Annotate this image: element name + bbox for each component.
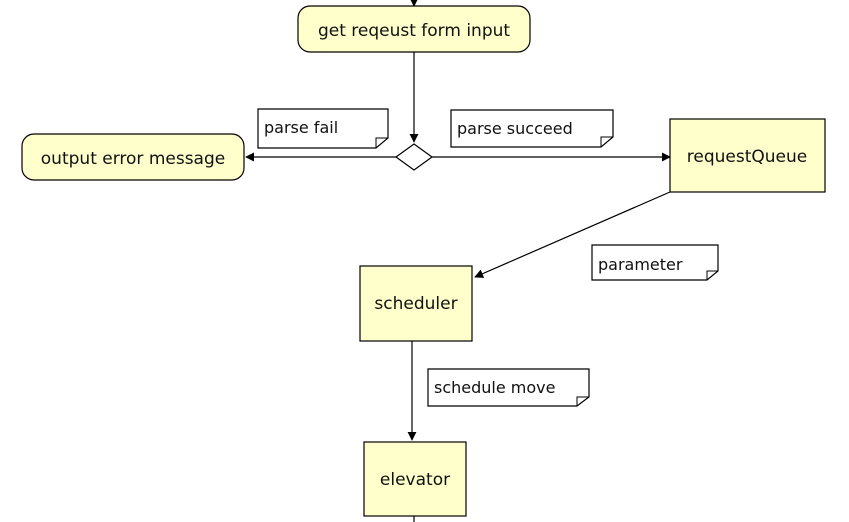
node-request-queue-label: requestQueue [687, 147, 807, 167]
node-request-queue: requestQueue [669, 118, 826, 193]
node-elevator: elevator [363, 441, 467, 517]
node-get-request-label: get reqeust form input [318, 21, 510, 41]
note-parse-fail-label: parse fail [264, 118, 338, 137]
note-parameter-label: parameter [598, 255, 683, 274]
node-output-error-label: output error message [41, 149, 225, 169]
flow-queue-to-scheduler [474, 191, 671, 278]
node-output-error: output error message [21, 133, 245, 181]
note-schedule-move: schedule move [427, 368, 590, 407]
node-scheduler: scheduler [359, 265, 473, 342]
note-parse-succeed-label: parse succeed [457, 119, 573, 138]
note-parse-fail: parse fail [257, 108, 389, 149]
note-parameter: parameter [591, 244, 719, 281]
node-elevator-label: elevator [380, 470, 450, 490]
note-parse-succeed: parse succeed [450, 109, 614, 148]
connectors [245, 0, 671, 522]
node-scheduler-label: scheduler [374, 294, 457, 314]
node-get-request: get reqeust form input [297, 5, 531, 53]
note-schedule-move-label: schedule move [434, 378, 555, 397]
decision-diamond [394, 143, 434, 171]
